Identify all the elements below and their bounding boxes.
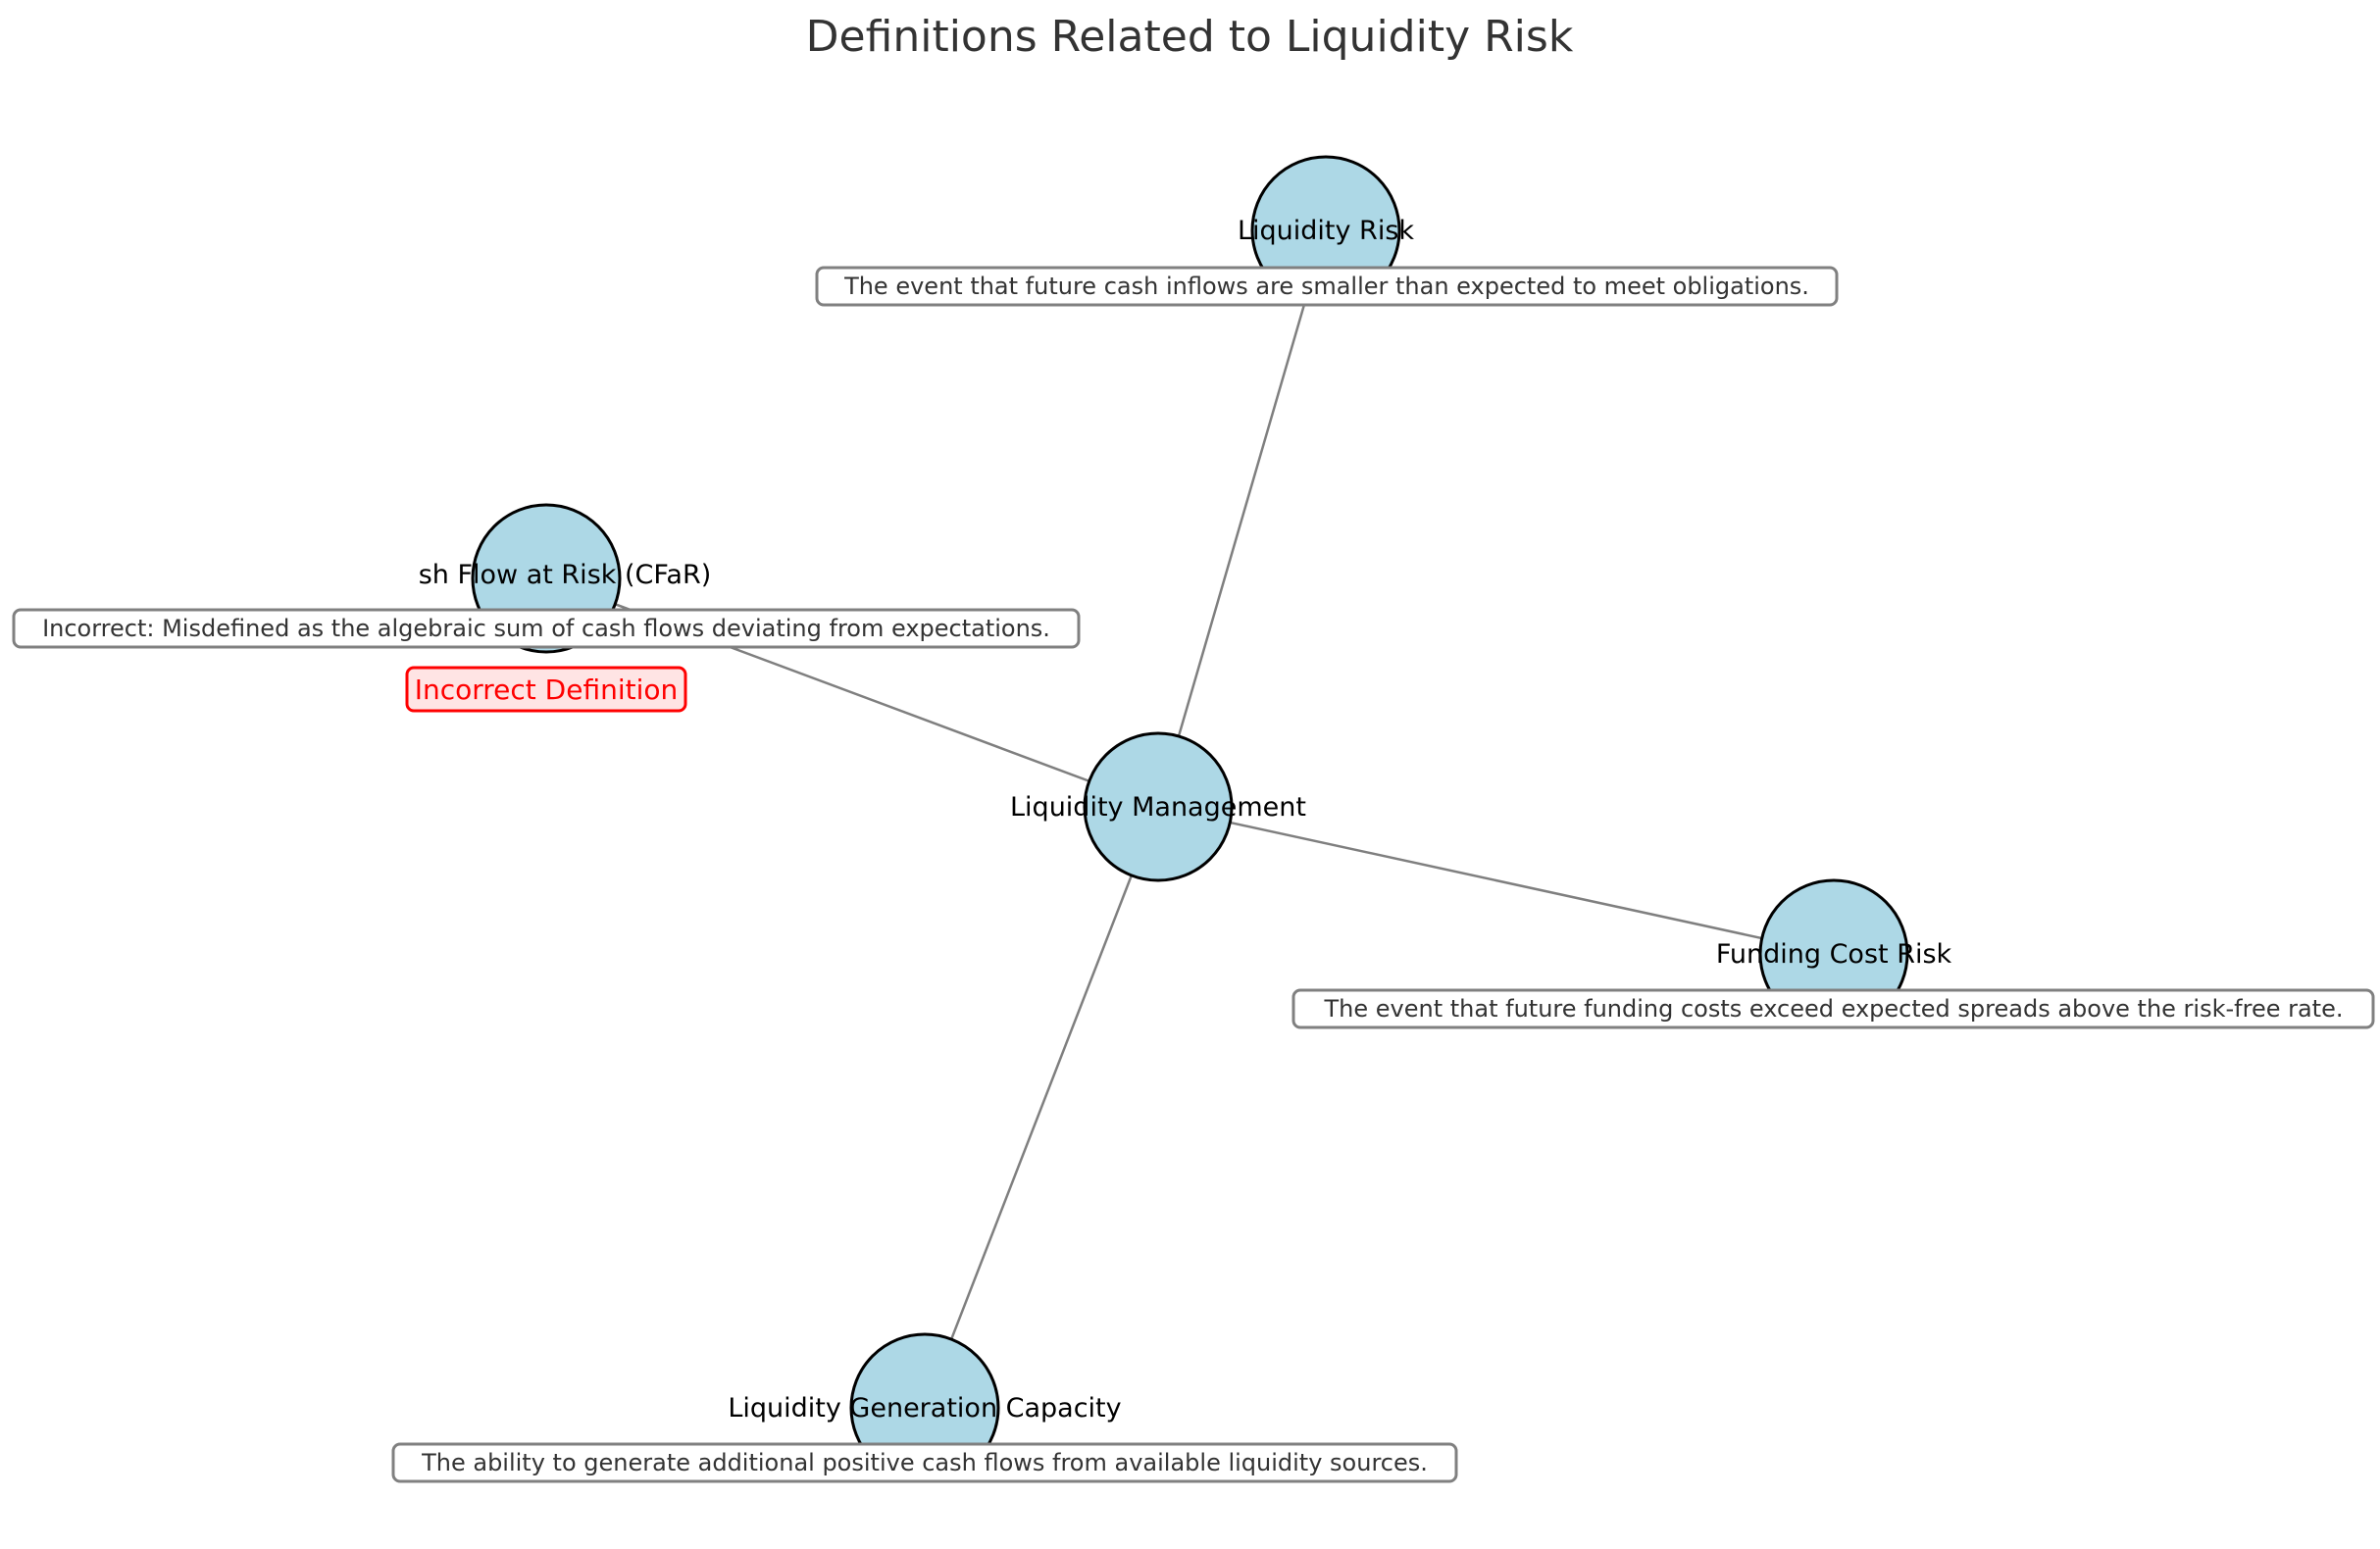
definition-box: The event that future funding costs exce… [1291, 988, 2375, 1029]
node-liquidity-generation-capacity[interactable]: Liquidity Generation Capacity The abilit… [391, 1332, 1458, 1483]
node-circle [1083, 731, 1234, 882]
definition-box: The ability to generate additional posit… [391, 1442, 1458, 1483]
definition-text: The event that future funding costs exce… [1324, 995, 2344, 1023]
badge-text: Incorrect Definition [415, 674, 679, 706]
node-liquidity-management[interactable]: Liquidity Management [1010, 731, 1306, 882]
node-label: Liquidity Generation Capacity [728, 1393, 1121, 1424]
definition-box-frame [391, 1442, 1458, 1483]
definition-box: The event that future cash inflows are s… [815, 266, 1839, 307]
node-funding-cost-risk[interactable]: Funding Cost Risk The event that future … [1291, 878, 2375, 1029]
definition-text: Incorrect: Misdefined as the algebraic s… [42, 615, 1050, 642]
definition-box: Incorrect: Misdefined as the algebraic s… [12, 608, 1081, 649]
node-cfar[interactable]: sh Flow at Risk (CFaR) Incorrect: Misdef… [12, 503, 1081, 713]
definition-box-frame [12, 608, 1081, 649]
node-label: sh Flow at Risk (CFaR) [419, 560, 712, 590]
node-label: Liquidity Management [1010, 792, 1306, 823]
definition-box-frame [1291, 988, 2375, 1029]
definition-text: The event that future cash inflows are s… [843, 273, 1809, 300]
incorrect-definition-badge: Incorrect Definition [405, 666, 687, 713]
diagram-title: Definitions Related to Liquidity Risk [806, 12, 1574, 62]
definition-text: The ability to generate additional posit… [421, 1449, 1428, 1476]
node-liquidity-risk[interactable]: Liquidity Risk The event that future cas… [815, 155, 1839, 307]
node-label: Liquidity Risk [1238, 216, 1414, 246]
edge-center-funding-cost-risk [1157, 805, 1835, 956]
edge-center-liquidity-generation-capacity [923, 806, 1160, 1409]
edge-center-liquidity-risk [1156, 229, 1328, 808]
definition-box-frame [815, 266, 1839, 307]
node-label: Funding Cost Risk [1716, 939, 1952, 970]
badge-frame [405, 666, 687, 713]
